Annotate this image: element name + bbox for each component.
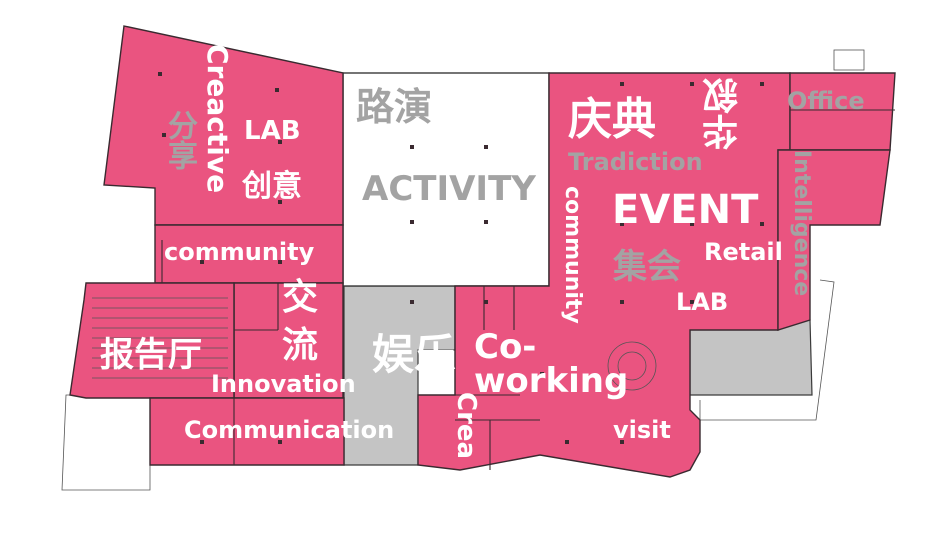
label-community-vertical: community (560, 186, 585, 324)
label-chuangyi: 创意 (242, 169, 302, 204)
label-baogaoting: 报告厅 (100, 335, 202, 375)
label-creactive: Creactive (201, 44, 234, 194)
label-activity: ACTIVITY (362, 169, 536, 209)
label-retail: Retail (704, 238, 783, 266)
label-crea: Crea (451, 392, 481, 460)
label-intelligence: Intelligence (789, 150, 814, 297)
label-luyan: 路演 (356, 85, 433, 129)
zone-right-terrace (689, 319, 813, 396)
interior-walls (86, 109, 895, 470)
label-yule: 娱乐 (372, 330, 457, 379)
label-communication: Communication (184, 416, 395, 444)
label-innovation: Innovation (211, 370, 356, 398)
zone-activity (342, 72, 550, 287)
label-qingdian: 庆典 (568, 94, 656, 145)
label-tradiction: Tradiction (568, 148, 703, 176)
label-event: EVENT (612, 187, 759, 233)
label-lab-top: LAB (244, 116, 301, 146)
label-liu: 流 (282, 325, 319, 366)
label-jihui: 集会 (613, 247, 681, 287)
zone-communication (149, 397, 345, 466)
structural-columns (158, 72, 764, 444)
label-working: working (474, 361, 629, 401)
label-fenxiang: 分享 (162, 110, 197, 170)
label-lab-right: LAB (676, 288, 729, 316)
label-jiao: 交 (282, 277, 319, 318)
roof-element (833, 49, 865, 71)
label-community-left: community (164, 238, 315, 266)
spiral-stair (607, 341, 657, 391)
label-visit: visit (613, 416, 671, 444)
auditorium-seating (92, 297, 228, 379)
label-co: Co- (474, 327, 537, 367)
label-office: Office (787, 87, 865, 115)
label-huaxu: 华叙 (703, 78, 744, 150)
